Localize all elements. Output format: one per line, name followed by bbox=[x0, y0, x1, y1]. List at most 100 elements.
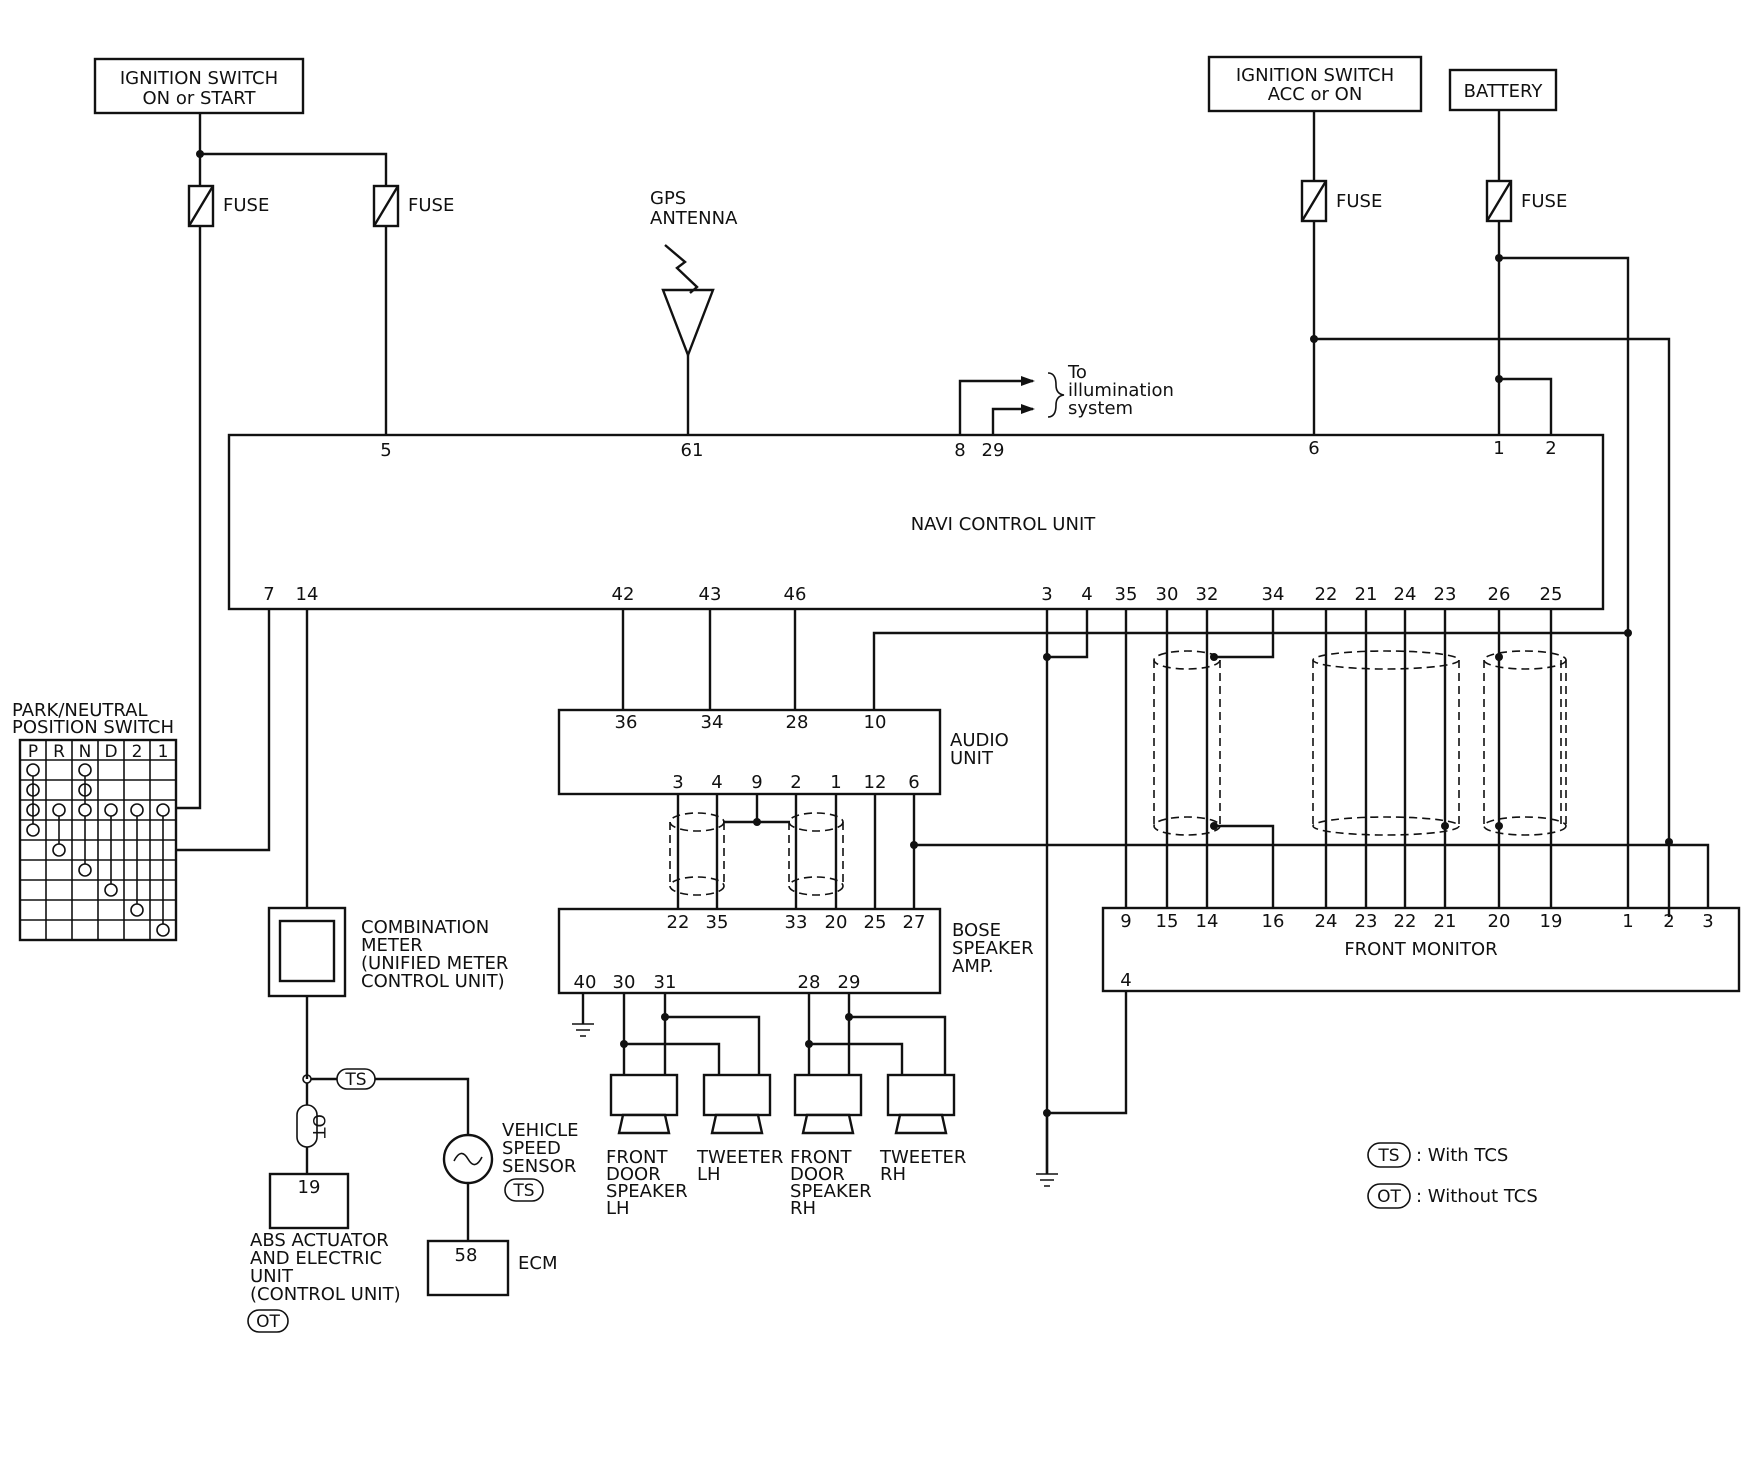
svg-text:14: 14 bbox=[1196, 911, 1219, 932]
svg-text:system: system bbox=[1068, 398, 1133, 419]
svg-text:25: 25 bbox=[864, 912, 887, 933]
fuse-3: FUSE bbox=[1300, 179, 1382, 223]
svg-text:2: 2 bbox=[132, 742, 143, 762]
fuse-1: FUSE bbox=[187, 184, 269, 228]
svg-text:21: 21 bbox=[1434, 911, 1457, 932]
wire-pns-to-navi7 bbox=[176, 609, 271, 852]
svg-text:40: 40 bbox=[574, 972, 597, 993]
svg-text:20: 20 bbox=[1488, 911, 1511, 932]
svg-text:PARK/NEUTRAL: PARK/NEUTRAL bbox=[12, 700, 148, 721]
svg-text:NAVI CONTROL UNIT: NAVI CONTROL UNIT bbox=[911, 514, 1097, 535]
svg-text:IGNITION SWITCH: IGNITION SWITCH bbox=[1236, 65, 1394, 86]
svg-text:(CONTROL UNIT): (CONTROL UNIT) bbox=[250, 1284, 401, 1305]
svg-text:10: 10 bbox=[864, 712, 887, 733]
bose-speaker-amp: BOSE SPEAKER AMP. 22 35 33 20 25 27 40 3… bbox=[557, 907, 1034, 995]
svg-text:UNIT: UNIT bbox=[950, 748, 994, 769]
svg-text:19: 19 bbox=[1540, 911, 1563, 932]
svg-text:OT: OT bbox=[1377, 1187, 1401, 1207]
svg-text:DOOR: DOOR bbox=[606, 1164, 661, 1185]
svg-text:34: 34 bbox=[701, 712, 724, 733]
svg-text:24: 24 bbox=[1394, 584, 1417, 605]
svg-text:FRONT MONITOR: FRONT MONITOR bbox=[1344, 939, 1497, 960]
svg-text:58: 58 bbox=[455, 1245, 478, 1266]
svg-text:ABS ACTUATOR: ABS ACTUATOR bbox=[250, 1230, 389, 1251]
svg-text:CONTROL UNIT): CONTROL UNIT) bbox=[361, 971, 505, 992]
svg-text:28: 28 bbox=[786, 712, 809, 733]
svg-text:ON or START: ON or START bbox=[142, 88, 256, 109]
svg-text:42: 42 bbox=[612, 584, 635, 605]
vehicle-speed-sensor: VEHICLE SPEED SENSOR TS bbox=[442, 1120, 579, 1202]
wire-ign-to-pns bbox=[166, 154, 202, 810]
svg-text:FUSE: FUSE bbox=[1336, 191, 1382, 212]
svg-text:4: 4 bbox=[1120, 970, 1131, 991]
svg-text:22: 22 bbox=[1315, 584, 1338, 605]
svg-text:61: 61 bbox=[681, 440, 704, 461]
svg-text:FRONT: FRONT bbox=[606, 1147, 668, 1168]
svg-text:4: 4 bbox=[1081, 584, 1092, 605]
svg-text:DOOR: DOOR bbox=[790, 1164, 845, 1185]
svg-text:METER: METER bbox=[361, 935, 423, 956]
svg-text:16: 16 bbox=[1262, 911, 1285, 932]
wire-audio6-fm3 bbox=[914, 843, 1710, 917]
svg-text:: Without TCS: : Without TCS bbox=[1416, 1186, 1538, 1207]
svg-text:SENSOR: SENSOR bbox=[502, 1156, 576, 1177]
svg-text:P: P bbox=[28, 742, 38, 762]
svg-text:TWEETER: TWEETER bbox=[879, 1147, 966, 1168]
svg-text:D: D bbox=[104, 742, 117, 762]
svg-text:SPEAKER: SPEAKER bbox=[606, 1181, 688, 1202]
park-neutral-position-switch: PARK/NEUTRAL POSITION SWITCH P R N D 2 1 bbox=[12, 700, 178, 942]
wire-acc-to-fm2 bbox=[1314, 337, 1671, 842]
battery: BATTERY bbox=[1448, 68, 1558, 112]
ts-badge-meter: TS bbox=[336, 1068, 376, 1090]
svg-text:BOSE: BOSE bbox=[952, 920, 1001, 941]
svg-text:25: 25 bbox=[1540, 584, 1563, 605]
navi-front-monitor-wires bbox=[1124, 609, 1567, 917]
ignition-switch-acc-on: IGNITION SWITCH ACC or ON bbox=[1207, 55, 1423, 113]
svg-text:VEHICLE: VEHICLE bbox=[502, 1120, 579, 1141]
svg-text:35: 35 bbox=[1115, 584, 1138, 605]
svg-text:LH: LH bbox=[697, 1164, 721, 1185]
svg-text:: With TCS: : With TCS bbox=[1416, 1145, 1508, 1166]
ground-symbol-bose bbox=[572, 993, 594, 1037]
wire-batt-to-navi2 bbox=[1499, 377, 1553, 435]
ecm: 58 ECM bbox=[426, 1239, 557, 1297]
svg-text:(UNIFIED METER: (UNIFIED METER bbox=[361, 953, 508, 974]
wire-batt-to-fm1 bbox=[1499, 256, 1630, 633]
svg-text:20: 20 bbox=[825, 912, 848, 933]
speaker-wiring bbox=[620, 993, 947, 1075]
svg-text:30: 30 bbox=[1156, 584, 1179, 605]
gps-antenna: GPS ANTENNA bbox=[650, 188, 738, 435]
svg-text:34: 34 bbox=[1262, 584, 1285, 605]
svg-text:UNIT: UNIT bbox=[250, 1266, 294, 1287]
svg-text:46: 46 bbox=[784, 584, 807, 605]
svg-text:illumination: illumination bbox=[1068, 380, 1174, 401]
wire-ts-branch bbox=[311, 1077, 470, 1135]
svg-text:9: 9 bbox=[1120, 911, 1131, 932]
svg-text:IGNITION SWITCH: IGNITION SWITCH bbox=[120, 68, 278, 89]
svg-text:43: 43 bbox=[699, 584, 722, 605]
svg-text:29: 29 bbox=[982, 440, 1005, 461]
svg-text:24: 24 bbox=[1315, 911, 1338, 932]
svg-text:19: 19 bbox=[298, 1177, 321, 1198]
svg-text:POSITION SWITCH: POSITION SWITCH bbox=[12, 717, 174, 738]
svg-text:27: 27 bbox=[903, 912, 926, 933]
svg-text:2: 2 bbox=[790, 772, 801, 793]
svg-text:6: 6 bbox=[908, 772, 919, 793]
svg-text:23: 23 bbox=[1355, 911, 1378, 932]
svg-text:29: 29 bbox=[838, 972, 861, 993]
svg-text:TS: TS bbox=[344, 1070, 366, 1090]
svg-text:TWEETER: TWEETER bbox=[696, 1147, 783, 1168]
svg-text:28: 28 bbox=[798, 972, 821, 993]
illumination-output: To illumination system bbox=[958, 362, 1174, 435]
fuse-4: FUSE bbox=[1485, 179, 1567, 223]
svg-text:7: 7 bbox=[263, 584, 274, 605]
svg-text:R: R bbox=[53, 742, 65, 762]
svg-text:2: 2 bbox=[1545, 438, 1556, 459]
svg-text:8: 8 bbox=[954, 440, 965, 461]
ignition-switch-on-start: IGNITION SWITCH ON or START bbox=[93, 57, 305, 115]
svg-text:ACC or ON: ACC or ON bbox=[1268, 84, 1363, 105]
audio-bose-shielded-wires bbox=[669, 794, 916, 909]
svg-text:SPEAKER: SPEAKER bbox=[790, 1181, 872, 1202]
svg-text:9: 9 bbox=[751, 772, 762, 793]
